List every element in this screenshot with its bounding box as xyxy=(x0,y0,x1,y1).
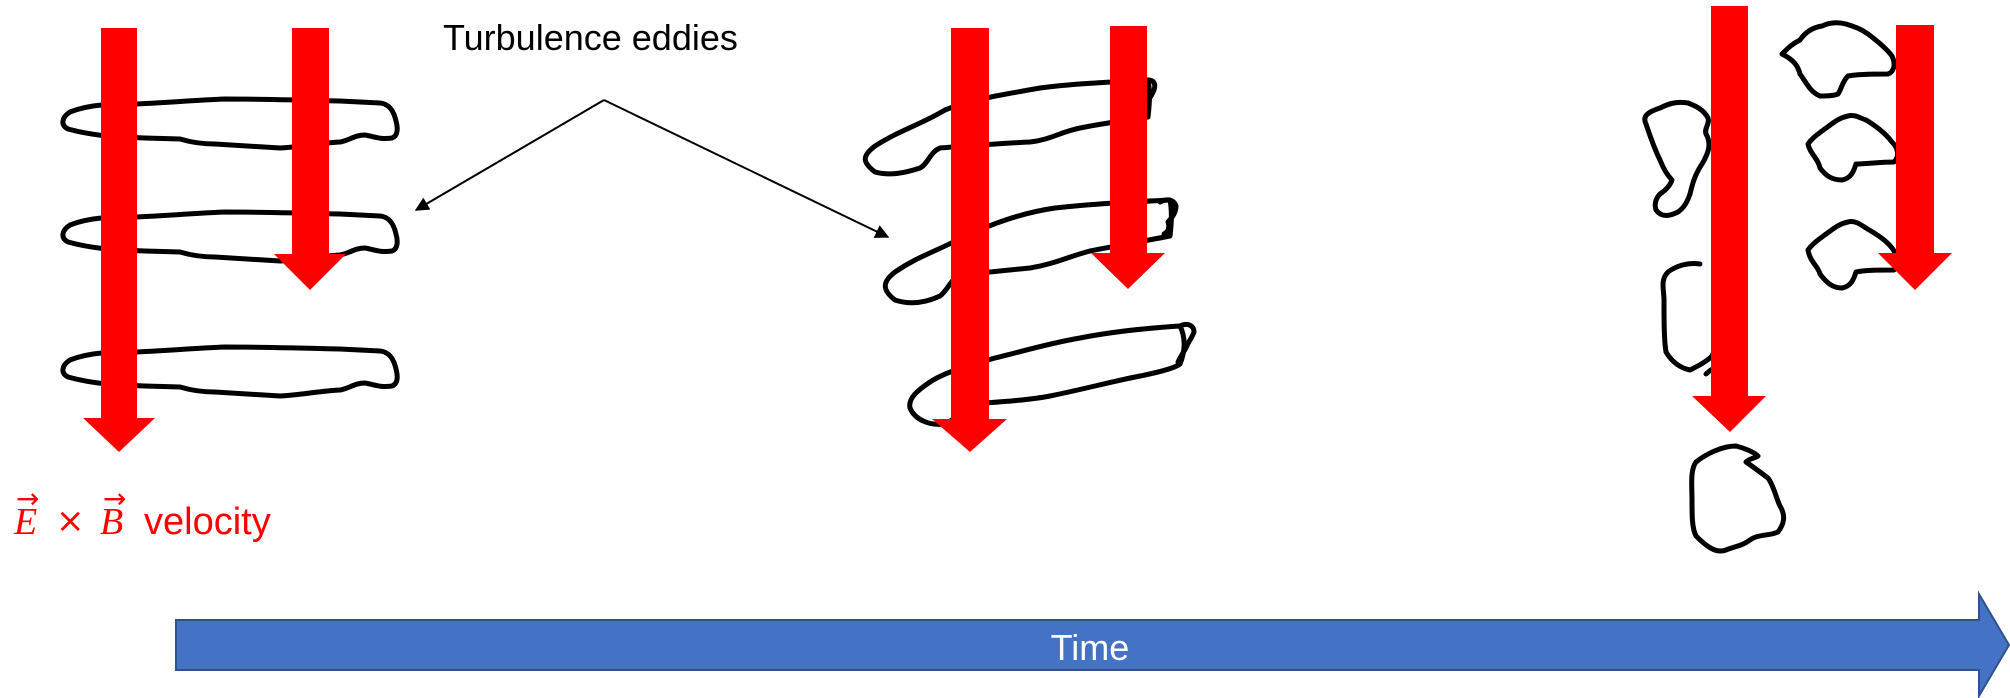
velocity-arrow-stage1-right xyxy=(274,28,346,290)
b-vector-mark: → xyxy=(103,482,126,515)
stage-3-eddies xyxy=(1642,20,1901,554)
pointer-line-left xyxy=(414,99,605,211)
eddies-label: Turbulence eddies xyxy=(443,17,738,58)
e-vector-mark: → xyxy=(16,482,39,515)
velocity-word: velocity xyxy=(144,501,271,543)
eddy-stage2-3-tip xyxy=(1175,321,1197,365)
eddy-stage3-3 xyxy=(1689,443,1787,554)
velocity-arrow-stage2-left xyxy=(932,28,1007,452)
eddy-stage1-2 xyxy=(60,209,400,264)
b-symbol: B xyxy=(100,501,123,543)
eddy-stage2-3 xyxy=(907,323,1187,427)
eddy-stage3-5 xyxy=(1805,113,1901,183)
eddy-stage2-1-tip xyxy=(1145,77,1158,103)
eddy-stage3-1 xyxy=(1642,99,1693,218)
e-symbol: E xyxy=(13,501,37,543)
time-label: Time xyxy=(1051,627,1130,668)
velocity-arrow-stage3-right xyxy=(1878,25,1952,290)
eddy-stage2-1 xyxy=(862,77,1152,177)
eddy-stage2-2-tip xyxy=(1157,197,1179,237)
eddy-stage3-1b xyxy=(1685,100,1712,197)
stage-3-velocity-arrows xyxy=(1692,6,1952,432)
stage-1-eddies xyxy=(60,96,400,399)
time-arrow: Time xyxy=(175,590,2010,698)
eddy-stage3-4 xyxy=(1779,20,1897,99)
pointer-line-right xyxy=(603,99,890,238)
stage-1-velocity-arrows xyxy=(83,28,346,452)
stage-2-velocity-arrows xyxy=(932,26,1165,452)
cross-symbol: × xyxy=(56,501,85,541)
eddy-stage1-1 xyxy=(60,96,400,151)
eddies-annotation: Turbulence eddies xyxy=(414,17,890,238)
eddy-stage1-3 xyxy=(60,344,400,399)
velocity-arrow-stage3-left xyxy=(1692,6,1766,432)
velocity-arrow-stage1-left xyxy=(83,28,155,452)
eddy-stage3-6 xyxy=(1805,219,1901,291)
velocity-label: → E × → B velocity xyxy=(13,482,271,543)
velocity-arrow-stage2-right xyxy=(1091,26,1165,289)
time-arrow-shape xyxy=(175,590,2010,698)
